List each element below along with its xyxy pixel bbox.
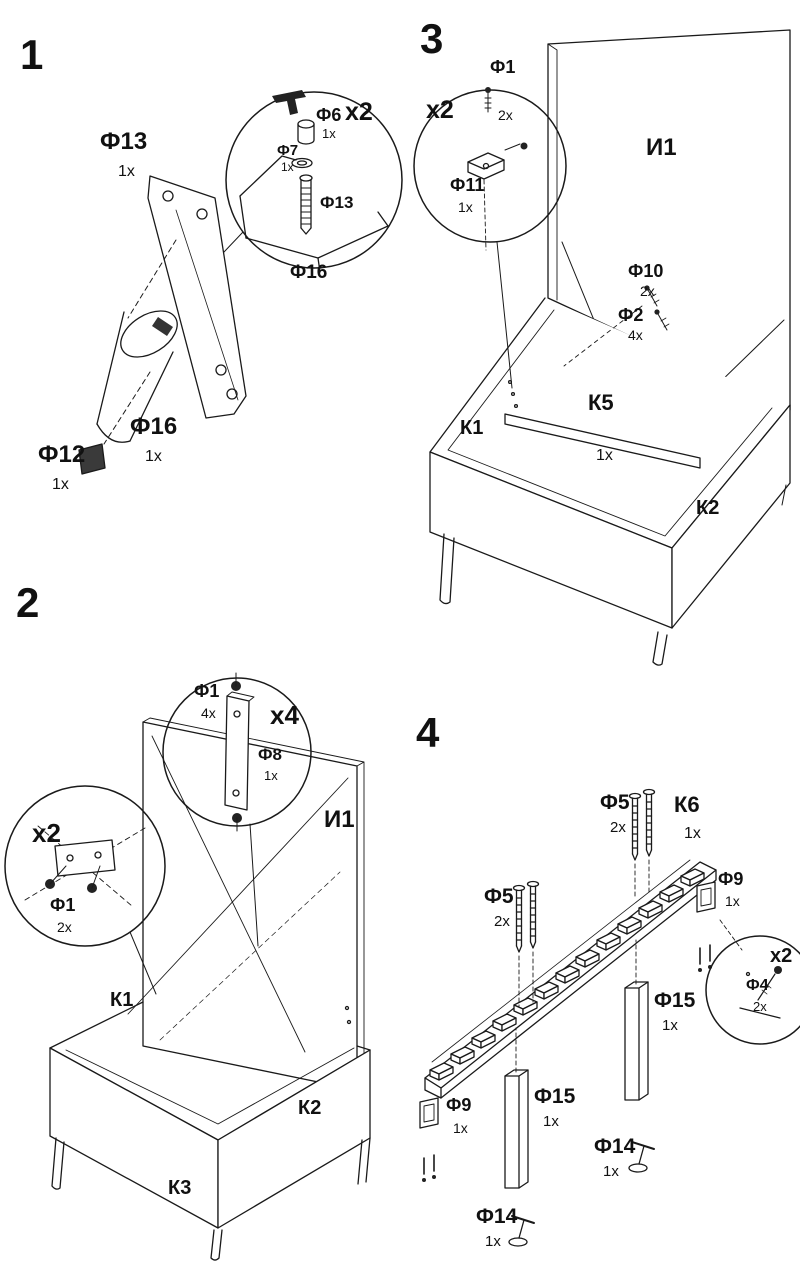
knob-icon — [272, 90, 306, 115]
label-detail-f13: Ф13 — [320, 193, 354, 212]
qty-f12: 1x — [52, 476, 69, 493]
step3-multiplier: x2 — [426, 96, 454, 124]
screw-f1-icon — [484, 87, 492, 113]
part-bracket-f9-right — [696, 881, 716, 972]
bed-box — [429, 297, 791, 666]
step1-detail-circle — [223, 90, 403, 273]
part-leg-f16 — [96, 310, 178, 443]
label-detail-f16: Ф16 — [290, 262, 328, 283]
label-s3-f2: Ф2 — [618, 305, 644, 325]
barrel-nut-f6 — [297, 119, 315, 145]
part-bracket-f9-left — [419, 1097, 439, 1182]
bolt-f13 — [299, 174, 313, 235]
label-s2-k1: К1 — [110, 989, 134, 1011]
step1-illustration — [78, 90, 403, 475]
label-s3-f11: Ф11 — [450, 175, 485, 195]
step2-detail-corner-circle — [4, 785, 166, 995]
step3-illustration — [413, 29, 791, 666]
qty-s2-f8: 1x — [264, 768, 278, 783]
label-s2-i1: И1 — [324, 806, 355, 833]
label-f13: Ф13 — [100, 128, 148, 155]
qty-s4-f4: 2x — [753, 999, 767, 1014]
label-s4-f15-left: Ф15 — [534, 1085, 576, 1108]
qty-s3-f2: 4x — [628, 327, 643, 343]
qty-s4-f14-left: 1x — [485, 1233, 501, 1250]
label-detail-f7: Ф7 — [277, 142, 299, 159]
qty-s2-f1-bracket: 4x — [201, 705, 216, 721]
label-s2-f8: Ф8 — [258, 745, 282, 764]
qty-s3-f10: 2x — [640, 283, 655, 299]
qty-detail-f6: 1x — [322, 126, 336, 141]
qty-s4-f9-left: 1x — [453, 1120, 468, 1136]
label-s4-f14-right: Ф14 — [594, 1135, 636, 1158]
part-leg-f15-left — [504, 1069, 529, 1189]
bracket-f8 — [224, 691, 255, 811]
label-s2-f1-corner: Ф1 — [50, 895, 76, 915]
part-foot-f14-right — [628, 1141, 655, 1173]
label-s3-k2: К2 — [696, 497, 720, 519]
step4-multiplier: x2 — [770, 945, 793, 967]
qty-s4-f5-top: 2x — [610, 819, 626, 836]
label-f12: Ф12 — [38, 441, 86, 468]
label-s4-f5-top: Ф5 — [600, 791, 630, 814]
part-glide-f12 — [78, 443, 106, 475]
label-s4-f4: Ф4 — [746, 977, 769, 994]
part-headboard-i1-s2 — [142, 717, 365, 1091]
step2-detail-bracket-circle — [162, 672, 312, 947]
label-f16: Ф16 — [130, 413, 178, 440]
label-s4-f15-right: Ф15 — [654, 989, 696, 1012]
step2-bracket-multiplier: x4 — [270, 700, 299, 730]
step3-detail-circle — [413, 87, 567, 389]
part-rail-k5 — [504, 413, 701, 469]
qty-f16: 1x — [145, 448, 162, 465]
qty-s4-f9-right: 1x — [725, 893, 740, 909]
step2-illustration — [4, 672, 371, 1261]
qty-s3-f1: 2x — [498, 107, 513, 123]
label-s3-f1: Ф1 — [490, 57, 516, 77]
qty-f13: 1x — [118, 163, 135, 180]
qty-s4-f5-left: 2x — [494, 913, 510, 930]
qty-s4-f14-right: 1x — [603, 1163, 619, 1180]
label-s3-k1: К1 — [460, 417, 484, 439]
label-s4-f9-right: Ф9 — [718, 869, 744, 889]
label-s4-f5-left: Ф5 — [484, 885, 514, 908]
label-s4-k6: К6 — [674, 792, 700, 817]
washer-f7 — [291, 157, 313, 169]
label-s2-k3: К3 — [168, 1177, 192, 1199]
bracket-f11 — [467, 152, 505, 180]
qty-detail-f7: 1x — [281, 160, 294, 174]
part-leg-f15-right — [624, 981, 649, 1101]
qty-s4-f15-right: 1x — [662, 1017, 678, 1034]
label-s2-k2: К2 — [298, 1097, 322, 1119]
qty-s4-k6: 1x — [684, 825, 701, 842]
step4-number: 4 — [416, 709, 440, 756]
label-s3-f10: Ф10 — [628, 261, 664, 281]
part-plate-f13 — [147, 175, 247, 419]
step4-detail-circle — [705, 919, 800, 1045]
label-detail-f6: Ф6 — [316, 105, 342, 125]
qty-s3-f11: 1x — [458, 199, 473, 215]
label-s3-k5: К5 — [588, 390, 614, 415]
screws-f10-f2 — [644, 285, 670, 331]
step1-number: 1 — [20, 31, 44, 78]
step1-multiplier: x2 — [345, 98, 373, 126]
step3-number: 3 — [420, 15, 444, 62]
step2-number: 2 — [16, 579, 40, 626]
qty-s2-f1-corner: 2x — [57, 919, 72, 935]
label-s3-i1: И1 — [646, 134, 677, 161]
label-s4-f9-left: Ф9 — [446, 1095, 472, 1115]
step4-illustration — [419, 788, 800, 1247]
bed-box-s2 — [49, 1001, 371, 1261]
part-foot-f14-left — [508, 1215, 535, 1247]
leg-top-f16 — [239, 155, 389, 273]
qty-s4-f15-left: 1x — [543, 1113, 559, 1130]
label-s4-f14-left: Ф14 — [476, 1205, 518, 1228]
label-s2-f1-bracket: Ф1 — [194, 681, 220, 701]
qty-s3-k5: 1x — [596, 447, 613, 464]
step2-corner-multiplier: x2 — [32, 818, 61, 848]
